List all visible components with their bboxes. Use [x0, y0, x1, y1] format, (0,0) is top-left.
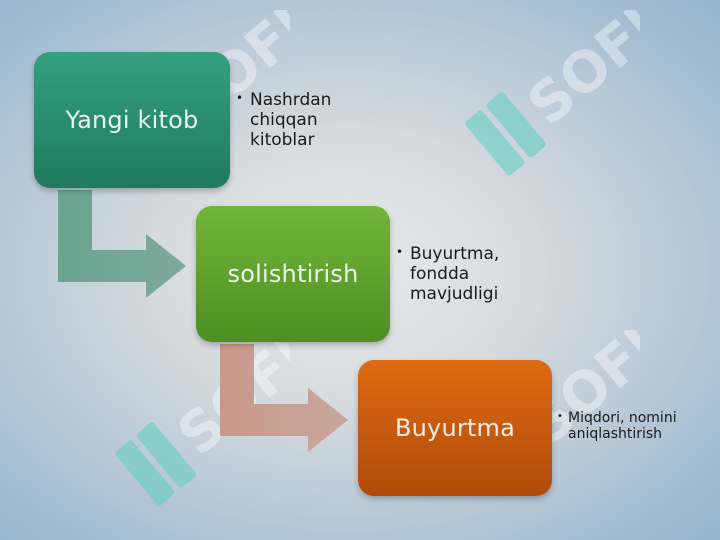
- bullet-icon: •: [557, 411, 563, 422]
- step-box-solishtirish: solishtirish: [196, 206, 390, 342]
- step-box-buyurtma: Buyurtma: [358, 360, 552, 496]
- bullet-icon: •: [236, 91, 244, 105]
- note-text: Nashrdan chiqqan kitoblar: [250, 90, 332, 150]
- step-box-yangi-kitob: Yangi kitob: [34, 52, 230, 188]
- step-label: Yangi kitob: [65, 106, 199, 134]
- step-note-1: • Nashrdan chiqqan kitoblar: [236, 90, 366, 150]
- step-note-3: • Miqdori, nomini aniqlashtirish: [557, 410, 717, 442]
- svg-text:SOFF: SOFF: [516, 10, 640, 138]
- watermark-logo-2: SOFF: [440, 10, 640, 200]
- connector-arrow-2: [220, 344, 348, 452]
- note-text: Buyurtma, fondda mavjudligi: [410, 244, 500, 304]
- step-label: Buyurtma: [394, 414, 516, 442]
- step-note-2: • Buyurtma, fondda mavjudligi: [396, 244, 526, 304]
- bullet-icon: •: [396, 245, 404, 259]
- step-label: solishtirish: [227, 260, 359, 288]
- note-text: Miqdori, nomini aniqlashtirish: [568, 410, 677, 442]
- connector-arrow-1: [58, 190, 186, 298]
